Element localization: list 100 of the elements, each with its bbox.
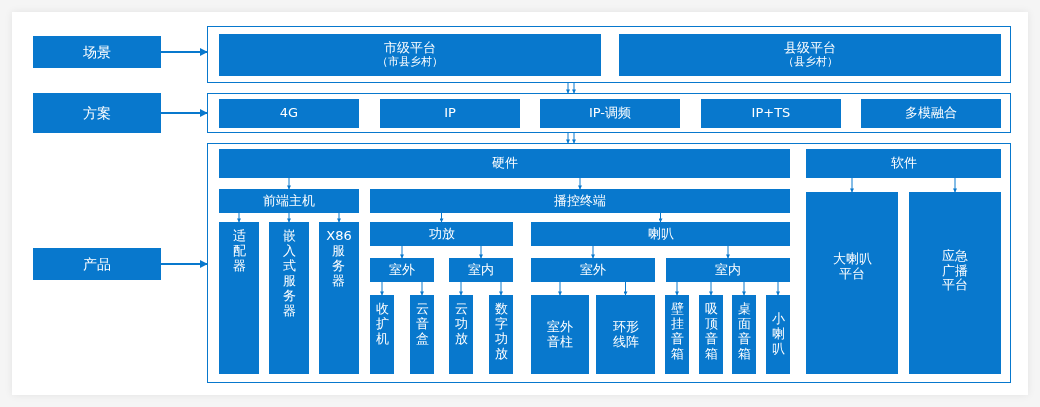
- item-box: [766, 295, 790, 374]
- group-frame: [207, 26, 1011, 83]
- item-label: 嵌入式服务器: [282, 229, 296, 319]
- item-label: 喇叭: [647, 226, 674, 242]
- arrow: [776, 281, 780, 296]
- item-box: [699, 295, 723, 374]
- item-box: [219, 149, 790, 178]
- item-label: 云音盒: [415, 302, 429, 347]
- item-label: 市级平台: [384, 41, 436, 56]
- arrow: [572, 82, 576, 94]
- item-box: [540, 99, 680, 128]
- arrow: [675, 281, 679, 296]
- item-label: 数字功放: [494, 302, 508, 362]
- item-box: [219, 99, 359, 128]
- item-box: [531, 258, 655, 282]
- item-label: 4G: [279, 106, 299, 121]
- item-label: 应急广播平台: [942, 248, 968, 294]
- arrow: [578, 177, 582, 190]
- arrow: [287, 212, 291, 223]
- item-sublabel: （市县乡村）: [377, 56, 443, 69]
- item-box: [269, 222, 309, 374]
- arrow: [459, 281, 463, 296]
- arrow: [160, 260, 208, 268]
- item-box: [489, 295, 513, 374]
- item-label: IP+TS: [751, 106, 791, 121]
- item-label: 县级平台: [784, 41, 836, 56]
- item-box: [861, 99, 1001, 128]
- item-label: 硬件: [491, 156, 518, 171]
- item-box: [806, 149, 1001, 178]
- arrow: [160, 109, 208, 117]
- arrow: [287, 177, 291, 190]
- item-label: 场景: [83, 43, 111, 61]
- arrow: [479, 245, 483, 259]
- item-box: [319, 222, 359, 374]
- arrow: [420, 281, 424, 296]
- item-box: [619, 34, 1001, 76]
- item-label: 壁挂音箱: [670, 302, 684, 362]
- arrow: [566, 82, 570, 94]
- arrow: [237, 212, 241, 223]
- item-label: 吸顶音箱: [704, 302, 718, 362]
- item-label: 室内: [468, 262, 494, 278]
- item-box: [370, 189, 790, 213]
- arrow: [850, 177, 854, 193]
- item-box: [219, 222, 259, 374]
- arrow: [953, 177, 957, 193]
- item-box: [219, 34, 601, 76]
- item-box: [449, 258, 513, 282]
- arrow: [709, 281, 713, 296]
- arrow: [623, 281, 628, 296]
- arrow: [558, 281, 562, 296]
- item-label: X86服务器: [326, 229, 352, 289]
- arrow: [726, 245, 730, 259]
- item-label: 软件: [890, 156, 917, 171]
- arrow: [591, 245, 595, 259]
- arrow: [439, 212, 444, 223]
- group-frame: [207, 93, 1011, 133]
- item-label: 播控终端: [554, 193, 606, 209]
- group-frame: [207, 143, 1011, 383]
- arrow: [337, 212, 341, 223]
- item-label: IP: [444, 106, 456, 121]
- item-box: [449, 295, 473, 374]
- item-label: 方案: [83, 104, 111, 122]
- item-box: [380, 99, 520, 128]
- item-label: 大喇叭平台: [832, 252, 872, 282]
- arrow: [658, 212, 663, 223]
- item-label: 室外: [580, 262, 606, 278]
- item-label: 适配器: [232, 229, 246, 274]
- item-label: 小喇叭: [771, 312, 785, 357]
- arrow: [400, 245, 404, 259]
- item-box: [531, 295, 589, 374]
- item-box: [370, 295, 394, 374]
- item-label: 产品: [83, 255, 111, 273]
- item-label: 功放: [428, 226, 455, 242]
- item-box: [596, 295, 655, 374]
- item-box: [219, 189, 359, 213]
- arrow: [566, 132, 570, 144]
- item-box: [665, 295, 689, 374]
- category-label-box: [33, 36, 161, 68]
- item-box: [732, 295, 756, 374]
- item-box: [806, 192, 898, 374]
- item-box: [370, 222, 513, 246]
- arrow: [380, 281, 384, 296]
- arrow: [499, 281, 503, 296]
- arrow: [160, 48, 208, 56]
- category-label-box: [33, 248, 161, 280]
- item-box: [701, 99, 841, 128]
- item-label: 环形线阵: [612, 319, 639, 350]
- category-label-box: [33, 93, 161, 133]
- arrow: [742, 281, 746, 296]
- item-label: 多模融合: [905, 106, 957, 121]
- arrow: [572, 132, 576, 144]
- item-label: 室外音柱: [547, 319, 573, 350]
- item-label: 云功放: [454, 302, 468, 347]
- item-label: 桌面音箱: [737, 302, 751, 362]
- item-label: 室外: [389, 262, 415, 278]
- item-sublabel: （县乡村）: [782, 56, 838, 69]
- item-box: [666, 258, 790, 282]
- item-label: 收扩机: [375, 302, 389, 347]
- item-label: 室内: [715, 262, 741, 278]
- item-label: IP-调频: [588, 106, 632, 121]
